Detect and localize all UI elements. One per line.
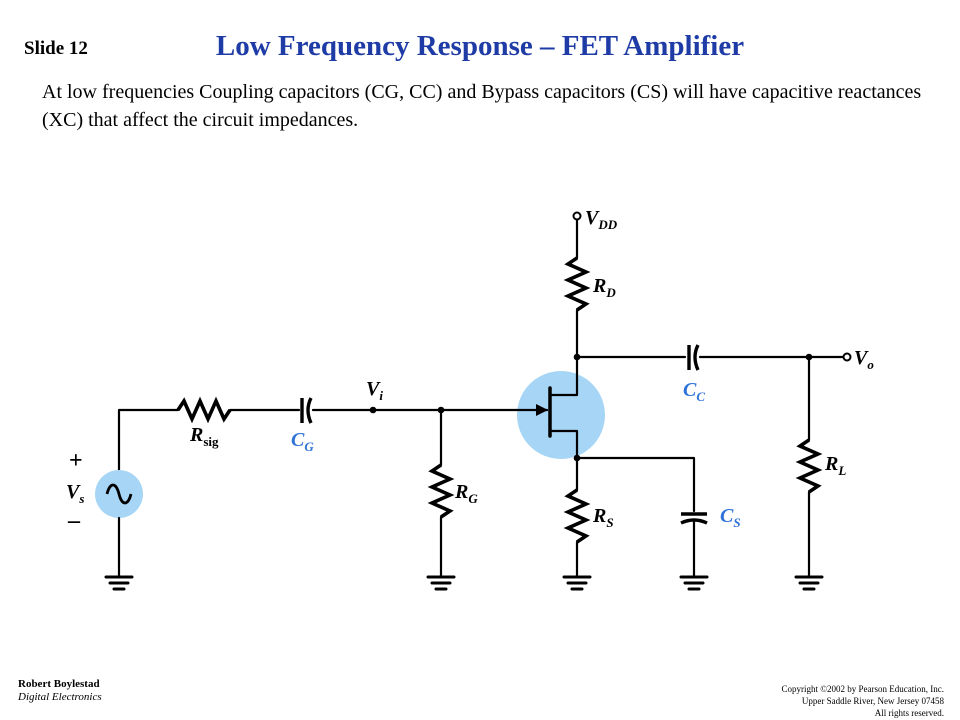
label-vi: Vi <box>366 378 383 403</box>
label-plus: + <box>69 448 83 474</box>
resistor-rsig <box>176 396 232 424</box>
label-rsig: Rsig <box>189 424 219 449</box>
footer-copyright-line3: All rights reserved. <box>874 708 944 718</box>
vi-node <box>369 406 377 414</box>
label-rd: RD <box>592 275 616 300</box>
resistor-rl <box>795 438 823 494</box>
sine-wave-icon <box>105 483 133 505</box>
slide-title: Low Frequency Response – FET Amplifier <box>215 30 745 62</box>
slide-number: Slide 12 <box>24 38 88 59</box>
label-vs: Vs <box>66 481 84 506</box>
label-minus: – <box>67 508 81 534</box>
capacitor-cg <box>300 397 313 424</box>
vo-terminal <box>842 352 852 362</box>
resistor-rg <box>427 463 455 519</box>
cs-top-wire <box>575 456 696 513</box>
footer-copyright-line1: Copyright ©2002 by Pearson Education, In… <box>781 684 944 694</box>
capacitor-cs <box>680 512 708 525</box>
fet-gate-arrow <box>536 404 548 416</box>
resistor-rs <box>563 488 591 544</box>
label-vdd: VDD <box>585 207 618 232</box>
footer-copyright-block: Copyright ©2002 by Pearson Education, In… <box>781 683 944 719</box>
label-cc: CC <box>683 379 705 404</box>
ground-symbol-cs <box>679 575 709 591</box>
input-top-wire <box>117 408 180 472</box>
ground-symbol-vs <box>104 575 134 591</box>
fet-source-lead <box>548 429 579 492</box>
resistor-rd <box>563 256 591 312</box>
footer-book: Digital Electronics <box>18 691 102 703</box>
label-vo: Vo <box>854 347 874 372</box>
fet-drain-lead <box>548 371 579 397</box>
label-cs: CS <box>720 505 741 530</box>
slide-body-text: At low frequencies Coupling capacitors (… <box>42 81 922 131</box>
capacitor-cc <box>687 344 700 371</box>
label-cg: CG <box>291 429 314 454</box>
label-rs: RS <box>592 505 614 530</box>
footer-copyright-line2: Upper Saddle River, New Jersey 07458 <box>801 696 944 706</box>
footer-author: Robert Boylestad <box>18 678 100 690</box>
footer-author-block: Robert Boylestad Digital Electronics <box>18 678 102 704</box>
vdd-terminal <box>572 211 582 221</box>
label-rl: RL <box>824 453 846 478</box>
ground-symbol-rl <box>794 575 824 591</box>
fet-highlight-circle <box>517 371 605 459</box>
ground-symbol-rs <box>562 575 592 591</box>
label-rg: RG <box>454 481 478 506</box>
ground-symbol-rg <box>426 575 456 591</box>
